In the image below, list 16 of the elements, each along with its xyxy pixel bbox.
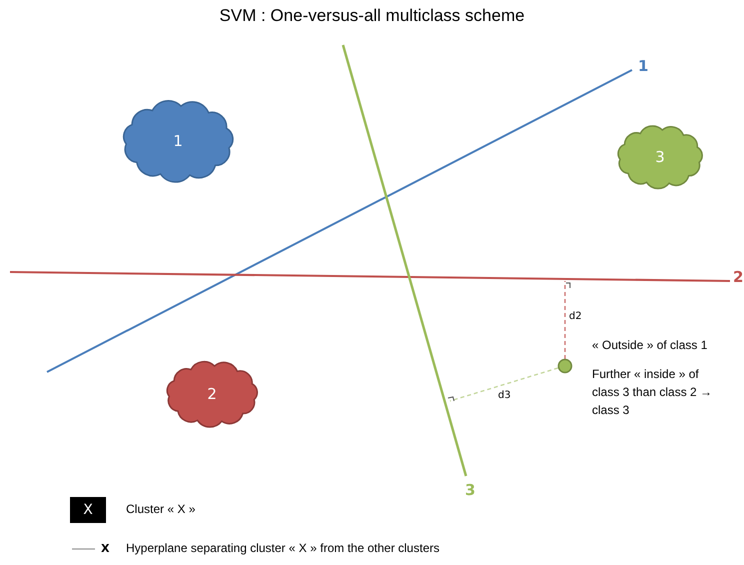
hyperplane-label: X: [101, 542, 110, 555]
legend-swatch: X: [70, 497, 106, 523]
cluster-number: 2: [206, 384, 218, 405]
distance-label: d2: [569, 311, 582, 322]
legend-label: Hyperplane separating cluster « X » from the other clusters: [126, 541, 440, 555]
annotation-text: Further « inside » of class 3 than class 2 → class 3: [592, 366, 714, 419]
annotation-text: « Outside » of class 1: [592, 337, 708, 354]
cluster-number: 1: [172, 131, 184, 152]
hyperplane-number: 2: [733, 268, 744, 286]
hyperplane-number: 1: [638, 57, 648, 75]
cluster-number: 3: [654, 147, 666, 168]
legend-label: Cluster « X »: [126, 502, 196, 516]
distance-label: d3: [498, 390, 511, 401]
circle-point: [557, 358, 573, 374]
hyperplane-number: 3: [465, 481, 476, 499]
title: SVM : One-versus-all multiclass scheme: [218, 6, 526, 26]
